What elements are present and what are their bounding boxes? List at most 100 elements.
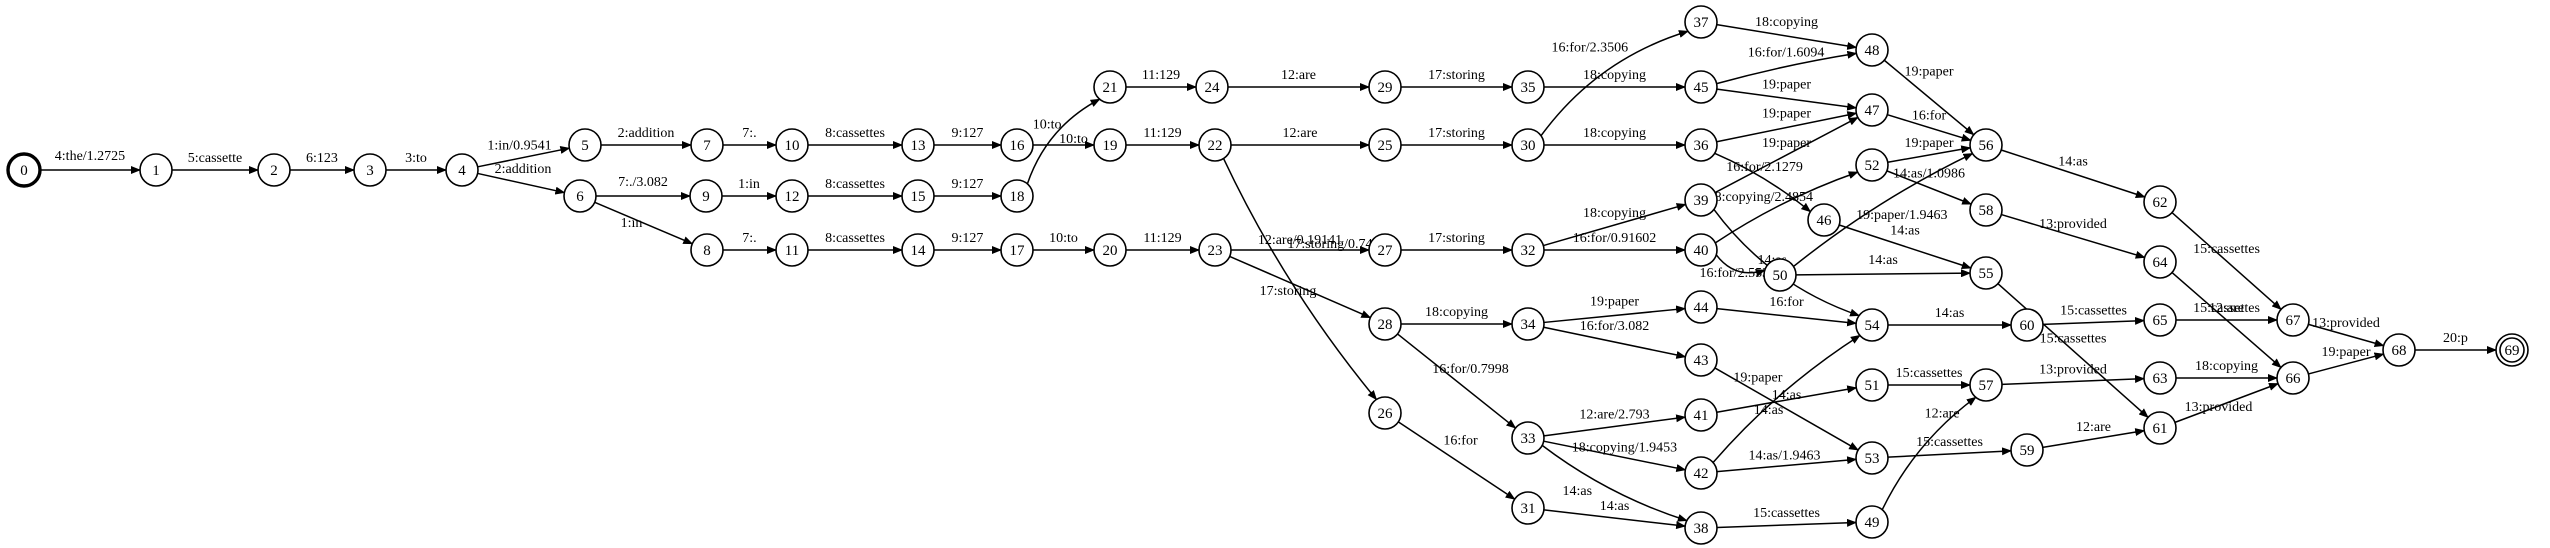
node-circle: [1855, 308, 1889, 342]
node-circle: [1368, 307, 1402, 341]
edge-label: 10:to: [1059, 132, 1088, 147]
edge-49-57: 12:are: [1881, 396, 1977, 511]
edge-17-20: 10:to: [1033, 231, 1095, 254]
edge-label: 7:.: [742, 126, 756, 141]
edge-24-29: 12:are: [1228, 68, 1370, 91]
node-circle: [2276, 303, 2310, 337]
node-circle: [2010, 308, 2044, 342]
state-node: 19: [1093, 128, 1127, 162]
edge-arrow: [1716, 518, 1858, 529]
edge-label: 17:storing: [1428, 68, 1485, 83]
edge-arrow: [1543, 305, 1687, 324]
edge-46-55: 14:as: [1838, 224, 1972, 270]
edge-label: 14:as: [2058, 155, 2088, 170]
edge-56-62: 14:as: [2000, 149, 2146, 199]
edge-2-3: 6:123: [290, 151, 355, 174]
state-node: 7: [690, 128, 724, 162]
node-circle: [1969, 256, 2003, 290]
node-circle: [1511, 70, 1545, 104]
edge-arrow: [1887, 113, 1972, 142]
node-label: 41: [1694, 408, 1709, 424]
edge-19-22: 11:129: [1126, 126, 1200, 149]
edge-label: 15:cassettes: [1896, 366, 1963, 381]
edge-arrow: [594, 201, 694, 245]
edge-22-26: 17:storing/0.74121: [1222, 158, 1393, 401]
edge-59-61: 12:are: [2042, 420, 2146, 449]
edge-arrow: [1883, 59, 1975, 136]
edge-67-68: 13:provided: [2308, 316, 2385, 348]
edge-4-5: 1:in/0.9541: [477, 139, 571, 168]
edge-label: 16:for/1.6094: [1748, 46, 1825, 61]
edge-arrow: [1540, 30, 1689, 137]
edge-label: 12:are: [2209, 301, 2244, 316]
edge-label: 2:addition: [495, 162, 552, 177]
edge-label: 16:for/0.7998: [1432, 362, 1509, 377]
node-circle: [1855, 441, 1889, 475]
edge-label: 14:as: [1600, 499, 1630, 514]
state-node: 12: [775, 179, 809, 213]
edge-label: 11:129: [1143, 126, 1181, 141]
state-node: 53: [1855, 441, 1889, 475]
state-node: 3: [353, 153, 387, 187]
node-label: 17: [1010, 243, 1026, 259]
node-label: 49: [1865, 515, 1880, 531]
edge-33-42: 18:copying/1.9453: [1543, 440, 1687, 472]
state-node: 40: [1684, 233, 1718, 267]
edge-label: 15:cassettes: [2193, 242, 2260, 257]
state-node: 41: [1684, 398, 1718, 432]
edge-arrow: [2001, 375, 2146, 386]
node-circle: [568, 128, 602, 162]
node-label: 3: [366, 163, 374, 179]
edge-34-43: 16:for/3.082: [1543, 319, 1687, 359]
node-label: 25: [1378, 138, 1393, 154]
node-label: 64: [2153, 255, 2169, 271]
node-label: 42: [1694, 466, 1709, 482]
state-node: 46: [1807, 203, 1841, 237]
node-label: 40: [1694, 243, 1709, 259]
node-circle: [1684, 511, 1718, 545]
edge-40-52: 18:copying/2.4854: [1708, 171, 1859, 244]
edge-arrow: [1541, 444, 1688, 522]
state-node: 29: [1368, 70, 1402, 104]
state-node: 43: [1684, 343, 1718, 377]
edge-7-10: 7:.: [723, 126, 777, 149]
edge-label: 18:copying/1.9453: [1572, 441, 1677, 456]
edge-arrow: [1997, 283, 2149, 419]
edge-45-47: 19:paper: [1716, 78, 1858, 111]
edge-arrow: [1714, 152, 1812, 213]
node-label: 24: [1205, 80, 1221, 96]
edge-arrow: [2042, 428, 2146, 449]
state-node: 20: [1093, 233, 1127, 267]
edge-6-8: 1:in: [594, 201, 694, 245]
edge-label: 19:paper: [1905, 136, 1954, 151]
state-node: 45: [1684, 70, 1718, 104]
edge-arrow: [1222, 158, 1378, 401]
state-node: 30: [1511, 128, 1545, 162]
edge-15-18: 9:127: [934, 177, 1002, 200]
state-node: 17: [1000, 233, 1034, 267]
node-label: 0: [20, 163, 28, 179]
node-circle: [1684, 290, 1718, 324]
edge-arrow: [1715, 254, 1766, 277]
node-label: 27: [1378, 243, 1394, 259]
edge-label: 15:cassettes: [1753, 506, 1820, 521]
node-label: 2: [270, 163, 278, 179]
node-label: 5: [581, 138, 589, 154]
edge-label: 14:as: [1754, 403, 1784, 418]
edge-arrow: [1543, 203, 1687, 247]
edge-label: 15:cassettes: [1916, 435, 1983, 450]
node-label: 6: [576, 189, 584, 205]
node-label: 12: [785, 189, 800, 205]
edge-label: 16:for/0.91602: [1573, 231, 1657, 246]
edge-30-36: 18:copying: [1544, 126, 1686, 149]
state-node: 11: [775, 233, 809, 267]
node-circle: [689, 179, 723, 213]
edge-arrow: [1881, 396, 1977, 511]
edge-arrow: [2174, 382, 2279, 424]
edge-26-31: 16:for: [1397, 421, 1516, 500]
state-node: 64: [2143, 245, 2177, 279]
edge-label: 13:provided: [2039, 363, 2107, 378]
state-node: 6: [563, 179, 597, 213]
node-circle: [1093, 70, 1127, 104]
